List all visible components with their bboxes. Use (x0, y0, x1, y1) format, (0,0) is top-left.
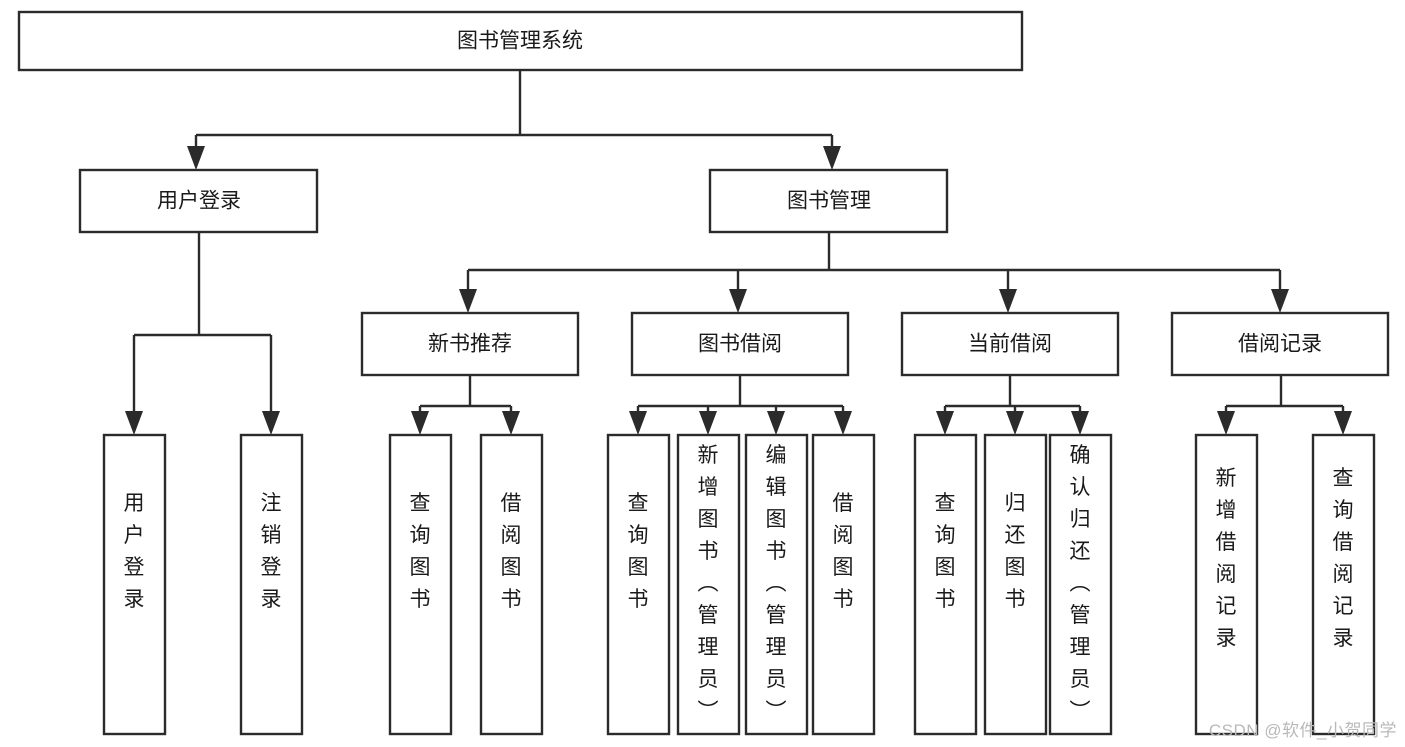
leaf-bookborrow-query-label: 查询图书 (628, 492, 649, 611)
leaf-borrowrecord-query-label: 查询借阅记录 (1333, 467, 1354, 650)
leaf-currentborrow-query-label: 查询图书 (935, 492, 956, 611)
leaf-newbook-borrow-label: 借阅图书 (501, 492, 522, 611)
node-current-borrow[interactable]: 当前借阅 (900, 311, 1120, 377)
arrow-currentborrow-leaf2 (1006, 411, 1024, 435)
leaf-borrowrecord-add-box[interactable] (1194, 433, 1259, 736)
leaf-bookborrow-add-label: 新增图书︵管理员︶ (698, 444, 719, 723)
leaf-currentborrow-query-box[interactable] (913, 433, 978, 736)
leaf-node[interactable]: 归还图书 (983, 433, 1048, 736)
leaf-logout-label: 注销登录 (261, 492, 282, 611)
arrow-to-borrowrecord (1271, 289, 1289, 313)
leaf-node[interactable]: 查询图书 (913, 433, 978, 736)
node-book-management-label: 图书管理 (787, 190, 871, 213)
leaf-node[interactable]: 借阅图书 (479, 433, 544, 736)
arrow-to-currentborrow (999, 289, 1017, 313)
node-new-book-recommend-label: 新书推荐 (428, 333, 512, 356)
arrow-borrowrecord-leaf2 (1334, 411, 1352, 435)
arrow-currentborrow-leaf1 (936, 411, 954, 435)
node-root[interactable]: 图书管理系统 (17, 10, 1024, 72)
node-book-borrow-label: 图书借阅 (698, 333, 782, 356)
node-user-login-box[interactable] (78, 168, 319, 234)
leaf-logout-box[interactable] (239, 433, 304, 736)
node-root-label: 图书管理系统 (457, 30, 583, 53)
node-book-borrow-box[interactable] (630, 311, 850, 377)
leaf-node[interactable]: 用户登录 (102, 433, 167, 736)
arrow-bookborrow-leaf1 (629, 411, 647, 435)
node-book-management-box[interactable] (708, 168, 949, 234)
leaf-newbook-borrow-box[interactable] (479, 433, 544, 736)
leaf-bookborrow-edit-label: 编辑图书︵管理员︶ (766, 444, 787, 723)
leaf-node[interactable]: 新增图书︵管理员︶ (676, 433, 741, 736)
leaf-node[interactable]: 新增借阅记录 (1194, 433, 1259, 736)
leaf-node[interactable]: 借阅图书 (811, 433, 876, 736)
node-user-login[interactable]: 用户登录 (78, 168, 319, 234)
leaf-node[interactable]: 查询图书 (388, 433, 453, 736)
arrow-newbook-leaf1 (411, 411, 429, 435)
leaf-bookborrow-borrow-label: 借阅图书 (833, 492, 854, 611)
node-current-borrow-label: 当前借阅 (968, 333, 1052, 356)
leaf-bookborrow-query-box[interactable] (606, 433, 671, 736)
arrow-login-leaf2 (262, 411, 280, 435)
leaf-currentborrow-confirm-label: 确认归还︵管理员︶ (1070, 444, 1091, 723)
leaf-node[interactable]: 查询图书 (606, 433, 671, 736)
leaf-node[interactable]: 查询借阅记录 (1311, 433, 1376, 736)
leaf-currentborrow-return-label: 归还图书 (1005, 492, 1026, 611)
arrow-newbook-leaf2 (502, 411, 520, 435)
arrow-bookborrow-leaf3 (767, 411, 785, 435)
arrow-to-bookborrow (729, 289, 747, 313)
leaf-node[interactable]: 注销登录 (239, 433, 304, 736)
leaf-currentborrow-return-box[interactable] (983, 433, 1048, 736)
leaf-bookborrow-edit-box[interactable] (744, 433, 809, 736)
leaf-user-login-box[interactable] (102, 433, 167, 736)
node-root-box[interactable] (17, 10, 1024, 72)
node-user-login-label: 用户登录 (157, 190, 241, 213)
node-new-book-recommend[interactable]: 新书推荐 (360, 311, 580, 377)
leaf-borrowrecord-query-box[interactable] (1311, 433, 1376, 736)
leaf-node[interactable]: 编辑图书︵管理员︶ (744, 433, 809, 736)
leaf-node[interactable]: 确认归还︵管理员︶ (1048, 433, 1113, 736)
arrow-bookborrow-leaf2 (699, 411, 717, 435)
node-borrow-record-label: 借阅记录 (1238, 333, 1322, 356)
connector-layer (125, 70, 1352, 435)
node-book-borrow[interactable]: 图书借阅 (630, 311, 850, 377)
arrow-root-to-login (187, 146, 205, 170)
node-new-book-recommend-box[interactable] (360, 311, 580, 377)
node-borrow-record-box[interactable] (1170, 311, 1390, 377)
arrow-login-leaf1 (125, 411, 143, 435)
arrow-currentborrow-leaf3 (1071, 411, 1089, 435)
leaf-bookborrow-borrow-box[interactable] (811, 433, 876, 736)
leaf-currentborrow-confirm-box[interactable] (1048, 433, 1113, 736)
arrow-root-to-bookmgmt (823, 146, 841, 170)
node-current-borrow-box[interactable] (900, 311, 1120, 377)
node-book-management[interactable]: 图书管理 (708, 168, 949, 234)
leaf-borrowrecord-add-label: 新增借阅记录 (1216, 467, 1237, 650)
arrow-borrowrecord-leaf1 (1217, 411, 1235, 435)
leaf-newbook-query-box[interactable] (388, 433, 453, 736)
arrow-bookborrow-leaf4 (834, 411, 852, 435)
node-borrow-record[interactable]: 借阅记录 (1170, 311, 1390, 377)
leaf-newbook-query-label: 查询图书 (410, 492, 431, 611)
leaf-user-login-label: 用户登录 (124, 492, 145, 611)
arrow-to-newbook (459, 289, 477, 313)
leaf-bookborrow-add-box[interactable] (676, 433, 741, 736)
